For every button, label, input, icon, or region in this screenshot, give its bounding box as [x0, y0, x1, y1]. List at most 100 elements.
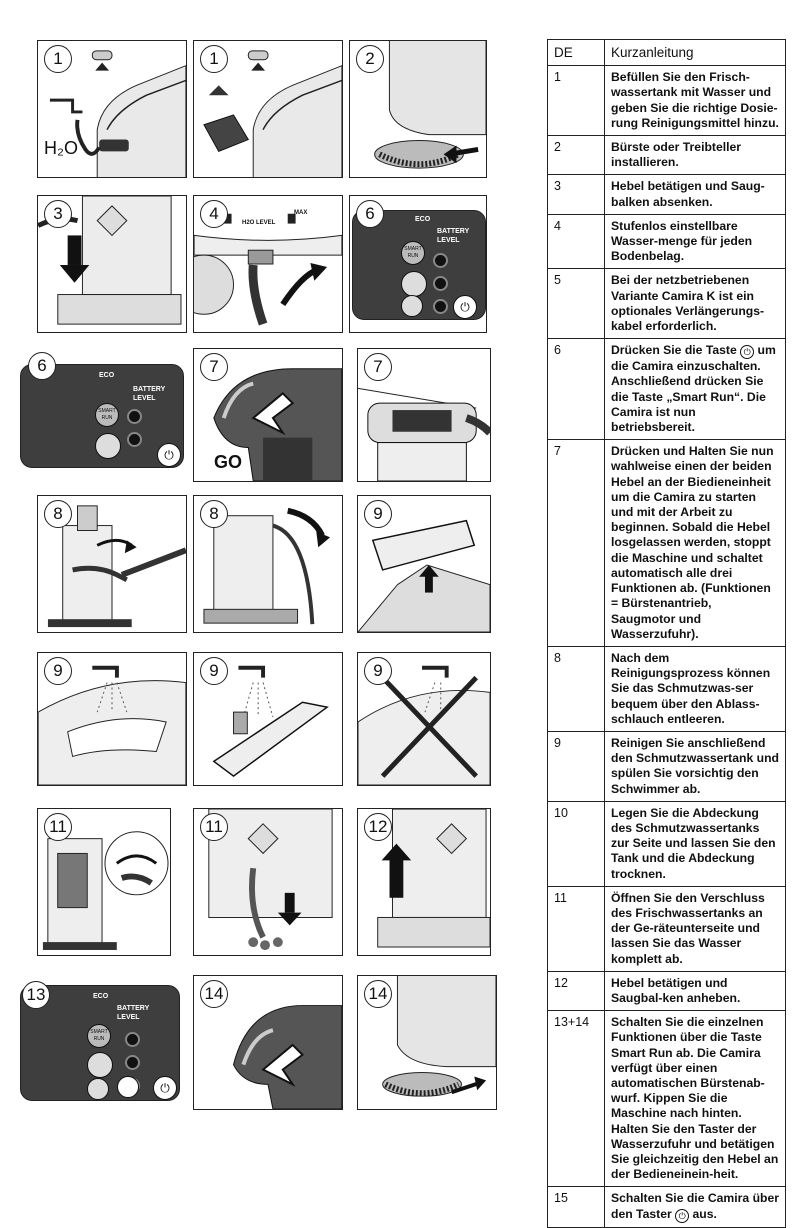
illustration-step-14-brush-ejection: 14 — [357, 975, 497, 1110]
power-button[interactable]: ⏻ — [453, 295, 477, 319]
step-number-badge: 1 — [44, 45, 72, 73]
illustration-step-2-install-brush: 2 — [349, 40, 487, 178]
step-number-badge: 11 — [200, 813, 228, 841]
step-number-badge: 7 — [200, 353, 228, 381]
illustration-step-11-drain-fresh-water: 11 — [37, 808, 171, 956]
step-number: 4 — [547, 213, 605, 270]
step-number: 9 — [547, 730, 605, 802]
water-button[interactable] — [87, 1078, 109, 1100]
brush-button[interactable] — [117, 1076, 139, 1098]
hold-handle-drawing — [358, 387, 490, 481]
water-button[interactable] — [401, 295, 423, 317]
smart-run-button[interactable]: SMART RUN — [401, 241, 425, 265]
step-number: 7 — [547, 439, 605, 647]
lower-squeegee-drawing — [38, 196, 182, 325]
step-number-badge: 6 — [28, 352, 56, 380]
rinse-cover-drawing — [212, 665, 329, 778]
illustration-step-8-drain-hose: 8 — [37, 495, 187, 633]
quick-guide-title: Kurzanleitung — [604, 38, 786, 67]
step-text: Hebel betätigen und Saug-balken absenken… — [604, 174, 786, 215]
illustration-step-14-press-lever: 14 — [193, 975, 343, 1110]
power-button[interactable]: ⏻ — [153, 1076, 177, 1100]
max-label: MAX — [294, 210, 308, 216]
drain-hose-drawing — [47, 505, 186, 628]
illustration-step-12-raise-squeegee: 12 — [357, 808, 491, 956]
fan-button[interactable] — [87, 1052, 113, 1078]
step-text: Nach dem Reinigungsprozess können Sie da… — [604, 645, 786, 732]
step-text: Bei der netzbetriebenen Variante Camira … — [604, 268, 786, 340]
step-number-badge: 13 — [22, 981, 50, 1009]
step-number-badge: 14 — [200, 980, 228, 1008]
table-header-row: DE Kurzanleitung — [547, 38, 786, 67]
illustration-step-8-hose-lowered: 8 — [193, 495, 343, 633]
smart-run-button[interactable]: SMART RUN — [95, 403, 119, 427]
illustration-step-9-remove-cover: 9 — [357, 495, 491, 633]
step-number: 10 — [547, 800, 605, 887]
smart-run-button[interactable]: SMART RUN — [87, 1024, 111, 1048]
step-number: 12 — [547, 970, 605, 1012]
power-button[interactable]: ⏻ — [157, 443, 181, 467]
press-lever-drawing — [213, 368, 342, 481]
drain-fresh-water-drawing — [42, 831, 169, 950]
fill-water-drawing — [49, 50, 186, 177]
water-level-drawing — [194, 213, 342, 326]
eco-label: ECO — [415, 216, 431, 223]
do-not-rinse-drawing — [358, 665, 490, 785]
step-number-badge: 9 — [364, 657, 392, 685]
step-number-badge: 6 — [356, 200, 384, 228]
brush-ejection-drawing — [382, 976, 496, 1097]
step-text: Stufenlos einstellbare Wasser-menge für … — [604, 213, 786, 270]
step-number-badge: 9 — [364, 500, 392, 528]
step-text: Drücken Sie die Taste ⏻ um die Camira ei… — [604, 338, 786, 441]
step-number-badge: 1 — [200, 45, 228, 73]
illustration-step-9-rinse-tank: 9 — [37, 652, 187, 786]
power-icon: ⏻ — [740, 345, 755, 360]
battery-led — [125, 1055, 140, 1070]
step-text: Drücken und Halten Sie nun wahlweise ein… — [604, 439, 786, 647]
step-text: Befüllen Sie den Frisch-wassertank mit W… — [604, 65, 786, 137]
battery-led — [125, 1032, 140, 1047]
illustration-step-11-water-draining: 11 — [193, 808, 343, 956]
install-brush-drawing — [374, 41, 486, 169]
step-number-badge: 7 — [364, 353, 392, 381]
illustration-step-1-fill-water: 1 H₂O — [37, 40, 187, 178]
power-icon: ⏻ — [675, 1208, 690, 1223]
step-text: Legen Sie die Abdeckung des Schmutzwasse… — [604, 800, 786, 887]
step-number-badge: 12 — [364, 813, 392, 841]
step-number-badge: 8 — [200, 500, 228, 528]
illustration-step-1-add-detergent: 1 — [193, 40, 343, 178]
step-number: 5 — [547, 268, 605, 340]
step-number-badge: 8 — [44, 500, 72, 528]
illustration-step-4-water-level: 4 H2O LEVEL MAX — [193, 195, 343, 333]
fan-button[interactable] — [95, 433, 121, 459]
step-number-badge: 4 — [200, 200, 228, 228]
step-text: Bürste oder Treibteller installieren. — [604, 135, 786, 176]
step-number: 6 — [547, 338, 605, 441]
forbidden-cross-icon — [380, 675, 478, 778]
water-draining-drawing — [208, 809, 333, 951]
fan-button[interactable] — [401, 271, 427, 297]
step-number-badge: 3 — [44, 200, 72, 228]
battery-led — [433, 276, 448, 291]
step-number-badge: 9 — [44, 657, 72, 685]
press-lever-drawing — [232, 1005, 342, 1109]
step-text: Öffnen Sie den Verschluss des Frischwass… — [604, 885, 786, 972]
